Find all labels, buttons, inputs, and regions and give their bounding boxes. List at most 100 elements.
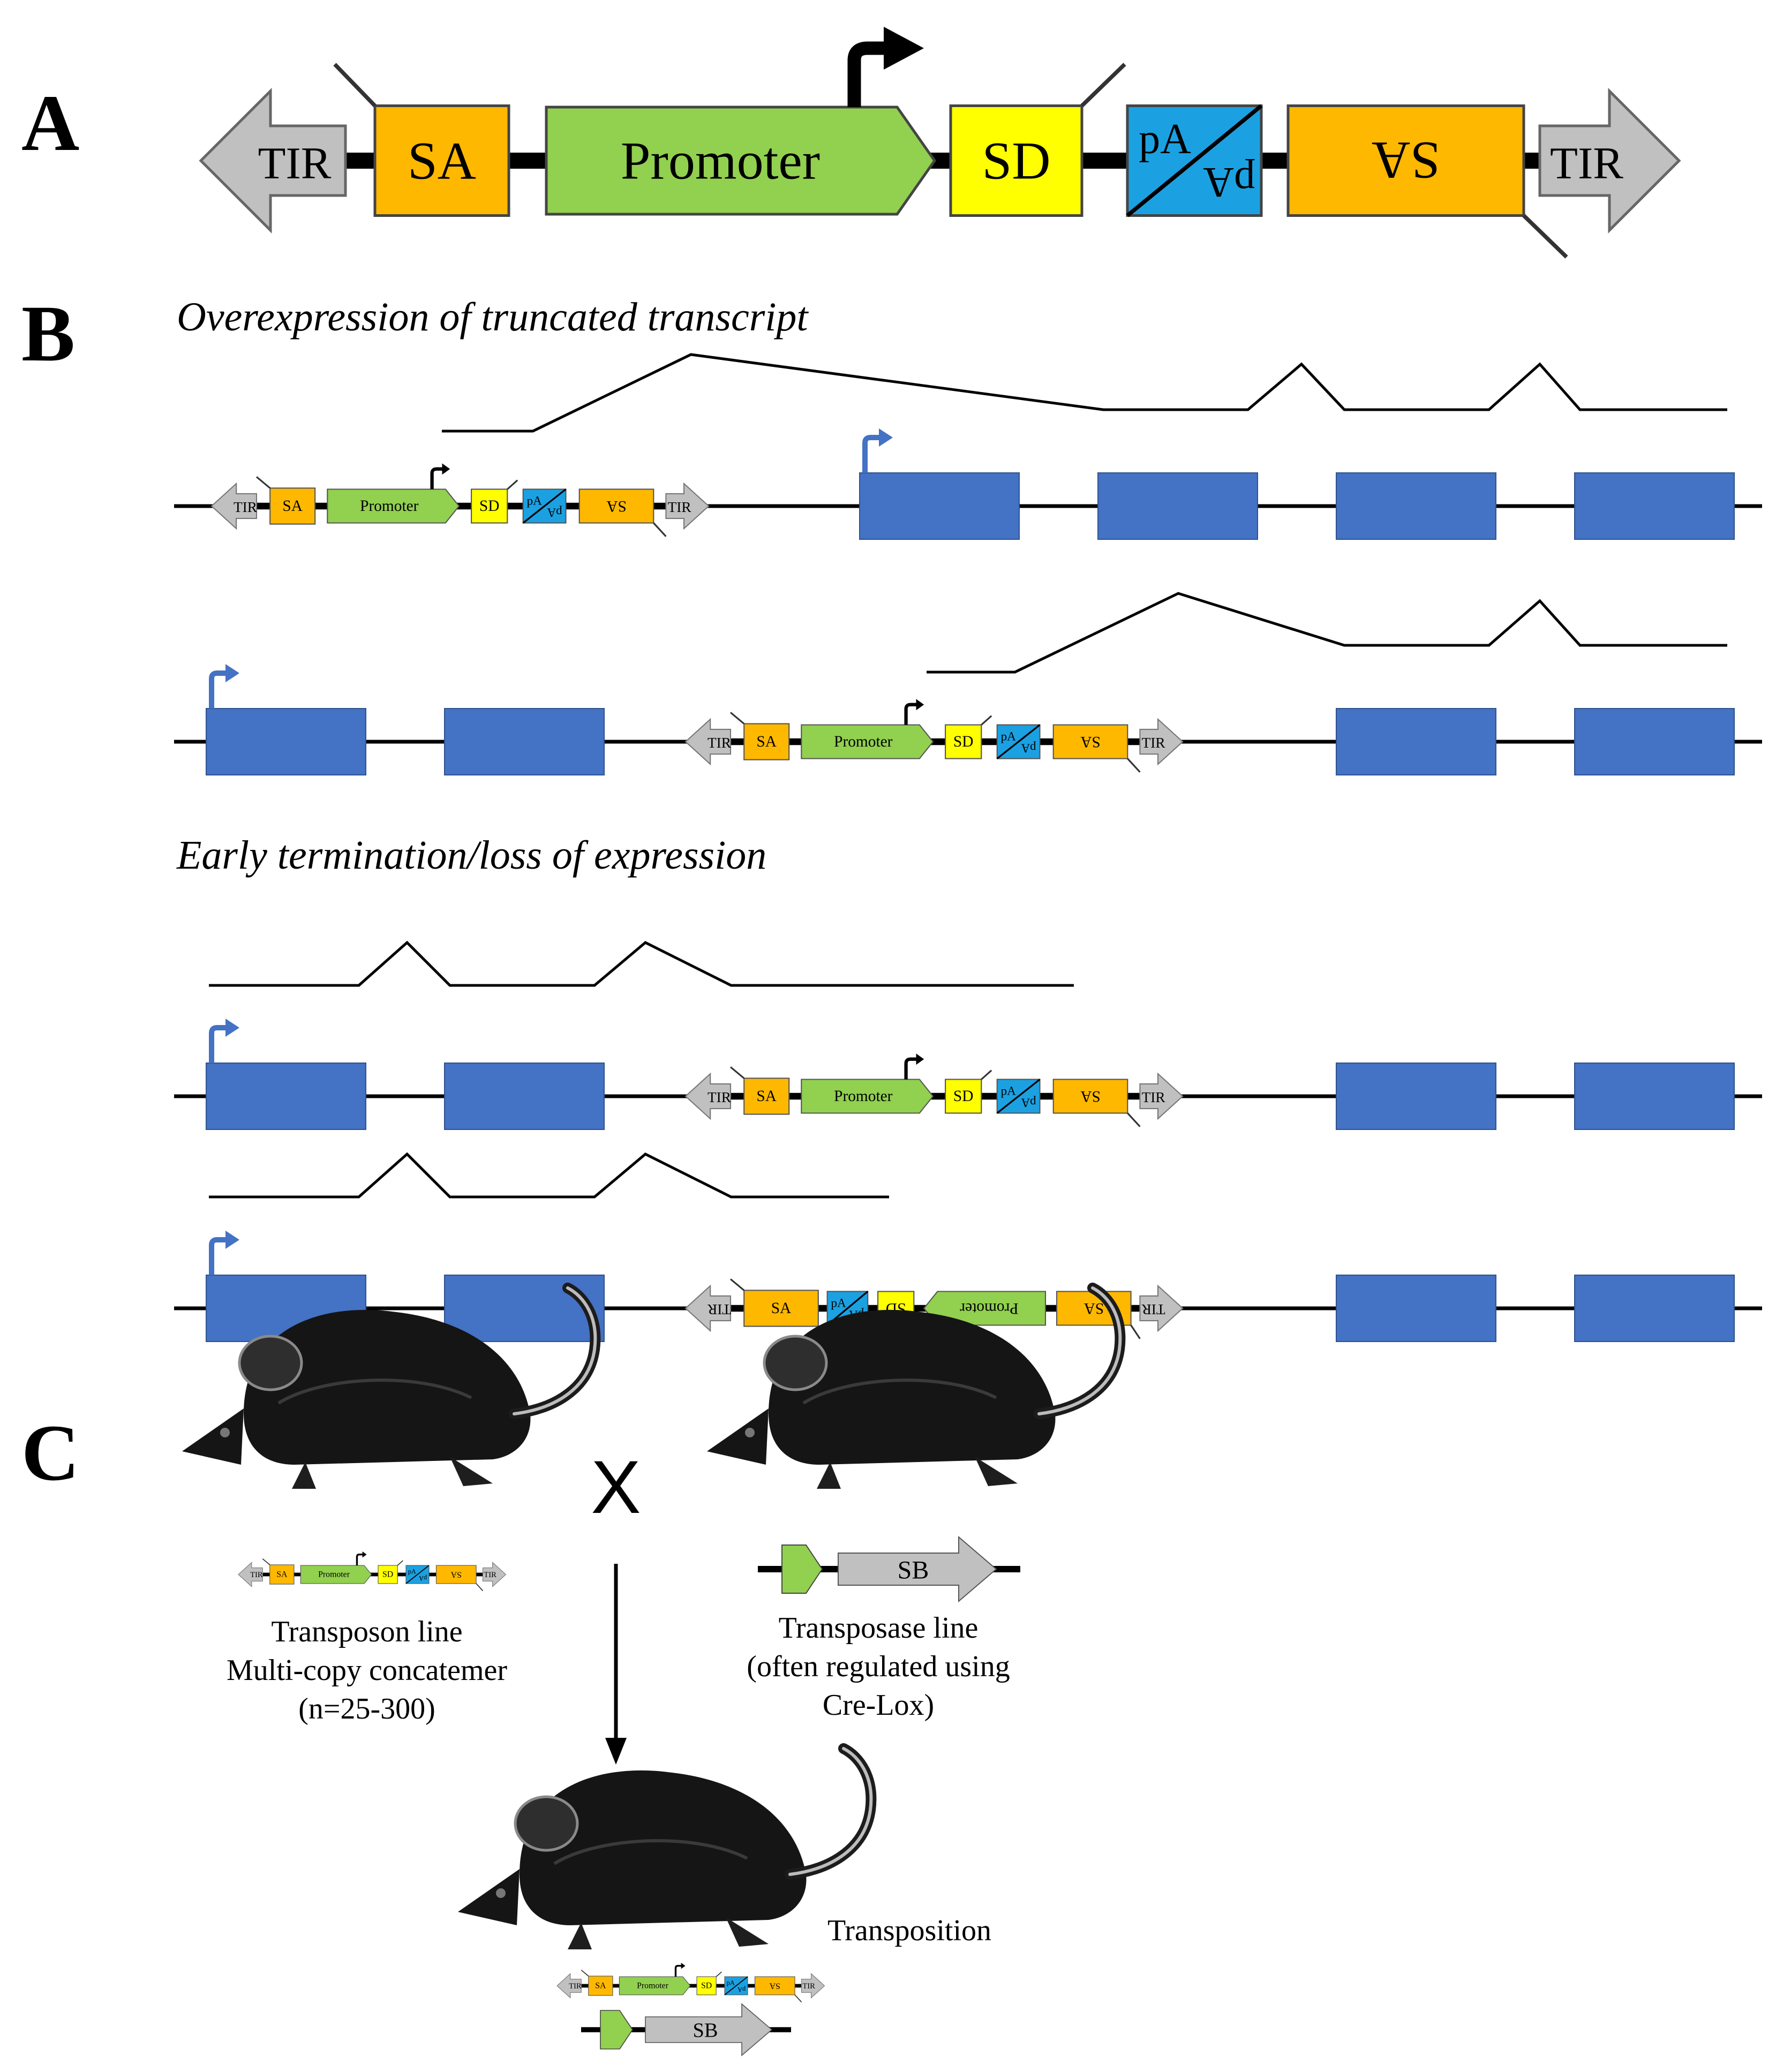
tir-right-label: TIR (1550, 138, 1623, 189)
sa-box (588, 1976, 613, 1996)
sa-inverted-tick (653, 522, 667, 537)
sa-inverted-label: SA (1084, 1300, 1104, 1317)
tir-right-label: TIR (668, 499, 692, 515)
pa-label: pA (1139, 116, 1191, 163)
tir-left-label: TIR (234, 499, 258, 515)
pa-label-inverted: pA (738, 1986, 746, 1993)
sa-tick (262, 1558, 270, 1565)
sb-arrow-icon (645, 2003, 773, 2056)
promoter-box (327, 488, 460, 524)
exon-2 (444, 708, 605, 775)
tir-left-icon (238, 1562, 263, 1587)
promoter-box (801, 1079, 934, 1114)
sd-tick (981, 715, 992, 726)
promoter-label: Promoter (637, 1981, 669, 1991)
panel-c-letter: C (21, 1408, 79, 1497)
exon-4 (1574, 1063, 1735, 1130)
tir-left-label: TIR (250, 1571, 263, 1579)
pa-label: pA (1001, 1084, 1017, 1098)
sa-box (743, 1078, 790, 1115)
gene-tss-arrowhead-icon (879, 428, 893, 447)
sa-inverted-tick (1130, 1324, 1141, 1339)
tir-right-icon (482, 1562, 507, 1587)
pa-label-inverted: pA (547, 506, 562, 520)
promoter-label: Promoter (621, 131, 820, 191)
sa-inverted-tick (1522, 214, 1568, 259)
promoter-arrow-icon (430, 467, 443, 489)
promoter-box (300, 1565, 372, 1584)
transposition-caption: Transposition (827, 1914, 991, 1947)
sd-label: SD (382, 1570, 393, 1579)
tir-right-label: TIR (1141, 1301, 1165, 1317)
sa-inverted-tick (1127, 1112, 1141, 1127)
exon-2 (444, 1063, 605, 1130)
exon-3 (1336, 1275, 1496, 1342)
sd-label: SD (982, 131, 1051, 191)
tir-left-label: TIR (708, 1089, 732, 1105)
sd-tick (507, 479, 518, 490)
promoter-arrowhead-icon (916, 699, 924, 711)
promoter-arrowhead-icon (681, 1963, 686, 1969)
sa-inverted-label: SA (606, 498, 627, 515)
sa-tick (255, 476, 271, 489)
tir-left-label: TIR (708, 735, 732, 751)
sb-promoter-box (600, 2010, 633, 2050)
tir-left-label: TIR (569, 1982, 582, 1991)
sa-inverted-label: SA (1372, 131, 1440, 191)
exon-3 (1336, 1063, 1496, 1130)
promoter-arrow-icon (847, 41, 891, 107)
sa-label: SA (771, 1300, 792, 1317)
sa-label: SA (756, 733, 777, 750)
sb-label: SB (693, 2020, 718, 2042)
sa-inverted-box (435, 1565, 477, 1584)
gene-tss-arrowhead-icon (225, 664, 239, 682)
pa-label: pA (1001, 729, 1017, 743)
sa-inverted-tick (476, 1583, 484, 1592)
transcript-line-1 (442, 353, 1727, 433)
promoter-label: Promoter (960, 1300, 1019, 1317)
sa-box (743, 1290, 819, 1327)
sa-label: SA (408, 131, 476, 191)
sd-label: SD (953, 1088, 974, 1105)
sa-inverted-tick (1127, 758, 1141, 773)
promoter-box (545, 106, 937, 216)
sd-tick (981, 1069, 992, 1080)
sa-inverted-label: SA (1080, 733, 1101, 750)
gene-tss-arrow-icon (209, 1025, 228, 1063)
sd-label: SD (479, 498, 500, 515)
pa-divider (522, 488, 567, 524)
pa-label-inverted: pA (1021, 742, 1036, 756)
pa-divider (996, 1079, 1041, 1114)
sa-label: SA (282, 498, 303, 515)
panel-b-letter: B (21, 289, 75, 378)
gene-tss-arrow-icon (209, 1237, 228, 1275)
tir-right-icon (1139, 1284, 1184, 1332)
tir-left-icon (684, 1284, 732, 1332)
cross-symbol: X (591, 1445, 641, 1529)
exon-4 (1574, 1275, 1735, 1342)
sa-label: SA (276, 1570, 288, 1579)
exon-1 (206, 1063, 366, 1130)
tir-right-label: TIR (484, 1571, 496, 1579)
transcript-line-2 (927, 592, 1727, 674)
tir-right-icon (665, 482, 710, 530)
sa-inverted-tick (794, 1994, 802, 2003)
sb-promoter-box (781, 1544, 823, 1594)
tir-right-icon (801, 1973, 825, 1999)
promoter-box (619, 1976, 691, 1995)
pa-divider (724, 1976, 748, 1995)
tir-left-icon (684, 1072, 732, 1120)
promoter-arrowhead-icon (884, 27, 924, 70)
sa-label: SA (595, 1981, 606, 1991)
exon-4 (1574, 708, 1735, 775)
tir-left-icon (684, 718, 732, 766)
exon-2 (1097, 472, 1258, 540)
gene-row-1 (174, 428, 1762, 540)
transposon-caption-line1: Transposon line (271, 1615, 462, 1648)
tir-right-label: TIR (1142, 1089, 1166, 1105)
promoter-arrowhead-icon (916, 1053, 924, 1065)
